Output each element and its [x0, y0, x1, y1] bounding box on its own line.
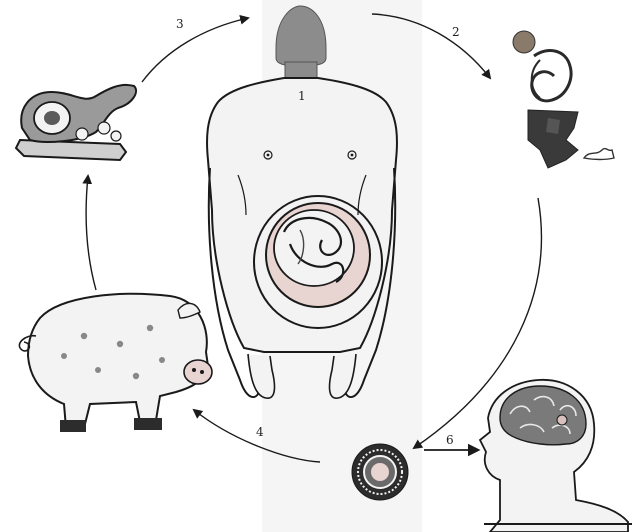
step-label-meat-to-human: 3 [176, 18, 184, 30]
pig-icon [19, 294, 212, 432]
step-label-human-to-feces: 2 [452, 26, 460, 38]
arrow-meat-to-human [142, 18, 248, 82]
arrow-pig-to-meat [86, 176, 96, 290]
pork-meat-icon [16, 85, 136, 160]
step-label-egg-to-pig: 4 [256, 426, 264, 438]
step-label-human: 1 [298, 90, 306, 102]
egg-icon [352, 444, 408, 500]
brain-head-icon [480, 380, 632, 532]
step-label-egg-to-brain: 6 [446, 434, 454, 446]
tapeworm-proglottid-icon [513, 31, 614, 168]
